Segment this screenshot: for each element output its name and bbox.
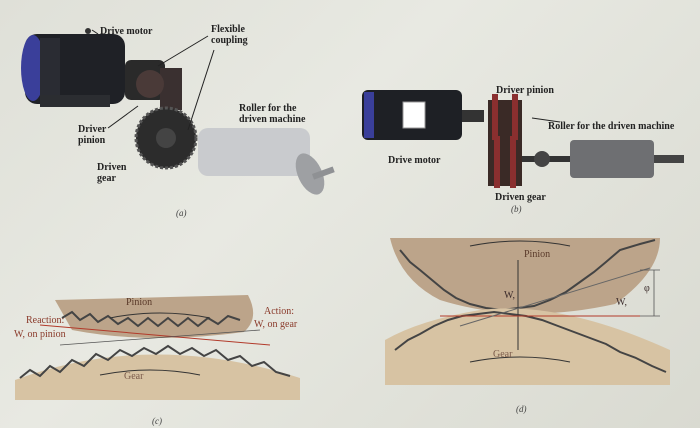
label-a-roller: Roller for the driven machine [239,103,306,125]
label-a-driver-pinion: Driver pinion [78,124,107,146]
label-b-driven-gear: Driven gear [495,192,546,203]
label-d-gear: Gear [493,349,513,360]
panel-c-pinion [55,295,254,339]
label-d-phi: φ [644,283,650,294]
caption-b: (b) [511,204,522,214]
label-c-pinion: Pinion [126,297,153,308]
label-c-action: Action: [264,306,294,317]
label-a-driven-gear: Driven gear [97,162,127,184]
label-b-roller: Roller for the driven machine [548,121,675,132]
label-d-wt-right: W, [616,297,628,308]
panel-c-illustration [15,295,300,400]
panel-c-gear [15,354,300,400]
label-c-action-force: W, on gear [254,319,298,330]
panel-d-illustration [385,238,670,385]
panel-b-illustration [362,90,684,188]
label-c-reaction-force: W, on pinion [14,329,66,340]
label-b-driver-pinion: Driver pinion [496,85,554,96]
caption-d: (d) [516,404,527,414]
label-c-gear: Gear [124,371,144,382]
label-a-flexible-coupling: Flexible coupling [211,24,248,46]
caption-a: (a) [176,208,187,218]
panel-b-driven-gear [488,140,522,186]
label-c-reaction: Reaction: [26,315,65,326]
panel-a-illustration [21,28,335,195]
driver-pinion-gear [136,70,164,98]
panel-d-gear [385,308,670,385]
label-d-pinion: Pinion [524,249,551,260]
panel-d-pinion [390,238,660,314]
label-b-drive-motor: Drive motor [388,155,441,166]
roller-cylinder [198,128,310,176]
label-a-drive-motor: Drive motor [100,26,153,37]
drive-motor-endcap [21,35,45,101]
panel-b-roller [570,140,654,178]
label-d-wt-top: W, [504,290,516,301]
caption-c: (c) [152,416,162,426]
